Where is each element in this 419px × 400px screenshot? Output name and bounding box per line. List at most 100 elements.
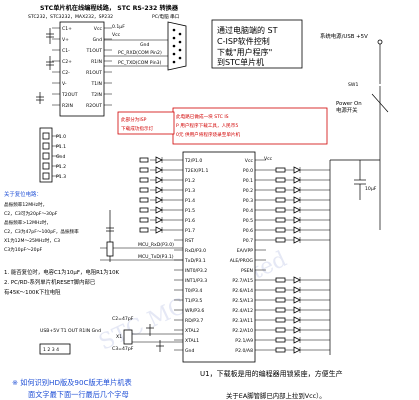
usb-connector: USB+5V T1 OUT R1IN Gnd 1 2 3 4	[39, 328, 101, 355]
max232-vcc-label: Vcc	[112, 32, 121, 38]
db9-connector: PC/电脑 串口 PC_RXD(COM Pin2) PC_TXD(COM Pin…	[104, 13, 187, 71]
max232-left-pin: C1-	[62, 48, 70, 54]
db9-label: PC/电脑 串口	[152, 13, 180, 20]
resistor	[275, 317, 286, 323]
resistor	[275, 217, 286, 223]
mcu-left-pin: XTAL1	[185, 338, 199, 344]
mcu-left-pin: P1.5	[185, 208, 195, 214]
c2-label: C2=47pF	[112, 316, 134, 322]
resistor	[139, 207, 149, 213]
usb-pins: 1 2 3 4	[43, 347, 59, 353]
reset-circuit: 关于复位电路： 晶振频率12MHz时，C2，C3可为20pF～30pF晶振频率>…	[4, 190, 114, 262]
mcu-right-pin: P0.4	[243, 208, 253, 214]
header-pin-label: P1.3	[56, 174, 66, 180]
led-icon	[293, 166, 301, 174]
mcu-left-pin: P1.6	[185, 218, 195, 224]
numbered-note: 1. 能否复位时，电容C1为10μF，电阻R1为10K	[4, 268, 120, 276]
max232-caps	[36, 28, 54, 104]
max232-left-pin: V+	[62, 37, 69, 43]
mcu-right-pin: P2.5/A13	[232, 298, 253, 304]
mcu-rxd-net: MCU_RxD(P3.0)	[138, 242, 174, 248]
reset-title: 关于复位电路：	[4, 190, 42, 198]
mcu-right-pin: P2.6/A14	[232, 288, 253, 294]
max232-left-pin: T2OUT	[61, 92, 78, 98]
max232-right-pin: T1IN	[90, 81, 102, 87]
max232-right-pin: R2OUT	[86, 103, 102, 109]
mcu-left-pin: WR/P3.6	[185, 308, 204, 314]
led-indicator-icon	[155, 216, 163, 224]
resistor	[139, 217, 149, 223]
mcu-body	[182, 151, 256, 363]
mcu-right-pin: P2.3/A11	[232, 318, 253, 324]
isp-note-text: 通过电脑端的 ST C-ISP软件控制 下载"用户程序" 到STC单片机	[217, 25, 280, 67]
power-section: 系统电源/USB +5V SW1 Power On 电源开关 10μF Vcc	[264, 32, 389, 230]
led-icon	[293, 326, 301, 334]
reset-note-line: X1为12M～25MHz时，C3	[4, 237, 60, 244]
max232-body	[59, 21, 105, 117]
led-note: 此部分为ISP 下载成功指示灯	[117, 111, 175, 135]
resistor	[139, 187, 149, 193]
led-icon	[293, 316, 301, 324]
mcu-right-pin: ALE/PROG	[230, 258, 254, 264]
mcu-left-pin: RD/P3.7	[185, 318, 203, 324]
mcu-right-pin: P0.7	[243, 238, 253, 244]
led-note-text: 此部分为ISP 下载成功指示灯	[121, 116, 154, 132]
mcu-right-pin: P2.4/A12	[232, 308, 253, 314]
mcu-right-pin: P0.5	[243, 218, 253, 224]
x1-label: X1	[116, 334, 122, 340]
power-label: 系统电源/USB +5V	[320, 32, 368, 40]
header-pin-label: P1.2	[56, 164, 66, 170]
led-icon	[293, 186, 301, 194]
power-cap-label: 10μF	[365, 186, 377, 192]
led-indicator-icon	[155, 186, 163, 194]
max232-right-pin: Gnd	[93, 37, 102, 43]
resistor	[275, 277, 286, 283]
c3-label: C3=47pF	[112, 346, 134, 352]
reset-note-line: 晶振频率>12MHz时，	[4, 219, 51, 226]
led-indicator-icon	[155, 196, 163, 204]
power-switch-label: Power On 电源开关	[336, 101, 363, 114]
title-text: STC单片机在线编程线路， STC RS-232 转换器	[40, 4, 179, 12]
bottom-note-2: 面文字最下面一行最后几个字母	[28, 390, 129, 399]
led-icon	[293, 226, 301, 234]
mcu-left-pin: XTAL2	[185, 328, 199, 334]
mcu-left-pin: INT0/P3.2	[185, 268, 207, 274]
isp-note-box: 通过电脑端的 ST C-ISP软件控制 下载"用户程序" 到STC单片机	[211, 19, 303, 69]
bottom-note-1: ※ 如何识别HD版及90C版无单片机表	[12, 378, 132, 387]
led-indicator-icon	[155, 156, 163, 164]
mcu-left-pin: P1.2	[185, 178, 195, 184]
resistor	[275, 227, 286, 233]
led-icon	[293, 206, 301, 214]
mcu-left-pin: T0/P3.4	[184, 288, 202, 294]
reset-note-line: C3为10pF～20pF	[4, 246, 42, 253]
mcu-left-pin: RxD/P3.0	[185, 248, 206, 254]
bottom-mid-note: U1，下载板是用的编程器用锁紧座，方便生产	[200, 369, 343, 378]
led-icon	[293, 306, 301, 314]
resistor	[275, 187, 286, 193]
mcu-vcc-net: Vcc	[264, 156, 273, 162]
led-indicators	[139, 156, 174, 234]
resistor	[139, 177, 149, 183]
led-icon	[293, 296, 301, 304]
resistor	[139, 157, 149, 163]
max232-left-pin: C2+	[62, 59, 72, 65]
resistor	[139, 167, 149, 173]
reset-note-line: C2，C3可为20pF～30pF	[4, 210, 58, 217]
mcu-right-pin: PSEN	[241, 268, 253, 274]
max232-right-pin: R1OUT	[86, 70, 102, 76]
mcu-left-pin: P1.3	[185, 188, 195, 194]
resistor	[139, 227, 149, 233]
max232-right-pin: R1IN	[91, 59, 102, 65]
led-icon	[293, 276, 301, 284]
max232-left-pin: C2-	[62, 70, 70, 76]
max232-left-pin: R2IN	[62, 103, 73, 109]
mcu-right-pin: P0.1	[243, 178, 253, 184]
header-pin-label: Gnd	[56, 154, 65, 160]
mcu-left-pin: P1.4	[185, 198, 195, 204]
mcu-right-pin: P2.7/A15	[232, 278, 253, 284]
mcu-right-pin: P0.6	[243, 228, 253, 234]
resistor	[275, 197, 286, 203]
led-icon	[293, 216, 301, 224]
header-pin-label: P1.0	[56, 134, 66, 140]
